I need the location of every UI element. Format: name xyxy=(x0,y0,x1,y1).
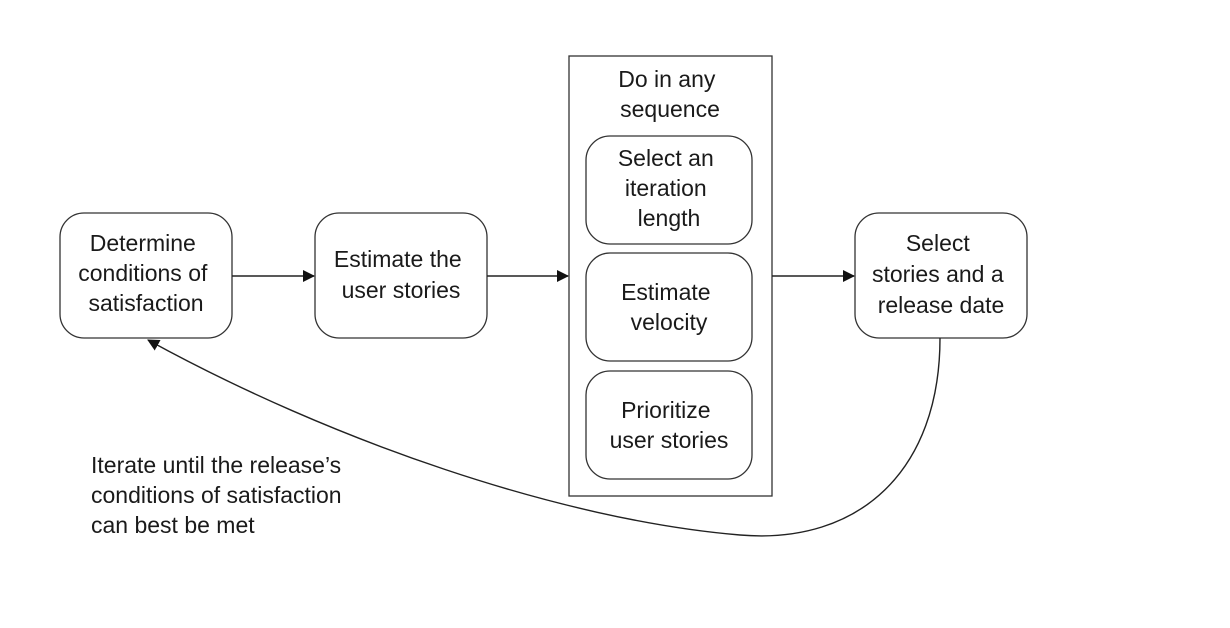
iteration-length-label: Select an iteration length xyxy=(618,145,720,231)
iterate-note: Iterate until the release’s conditions o… xyxy=(91,452,348,538)
iteration-length-node xyxy=(585,135,753,245)
estimate-velocity-node xyxy=(585,252,753,362)
prioritize-stories-node xyxy=(585,370,753,480)
estimate-velocity-label: Estimate velocity xyxy=(621,279,717,335)
iterate-feedback-arrow xyxy=(147,337,941,537)
select-release-node xyxy=(854,212,1028,339)
select-release-label: Select stories and a release date xyxy=(872,230,1010,318)
estimate-user-stories-label: Estimate the user stories xyxy=(334,246,468,303)
sequence-group-title: Do in any sequence xyxy=(618,66,722,122)
determine-conditions-label: Determine conditions of satisfaction xyxy=(78,230,214,316)
prioritize-stories-label: Prioritize user stories xyxy=(610,397,729,453)
estimate-user-stories-node xyxy=(314,212,488,339)
